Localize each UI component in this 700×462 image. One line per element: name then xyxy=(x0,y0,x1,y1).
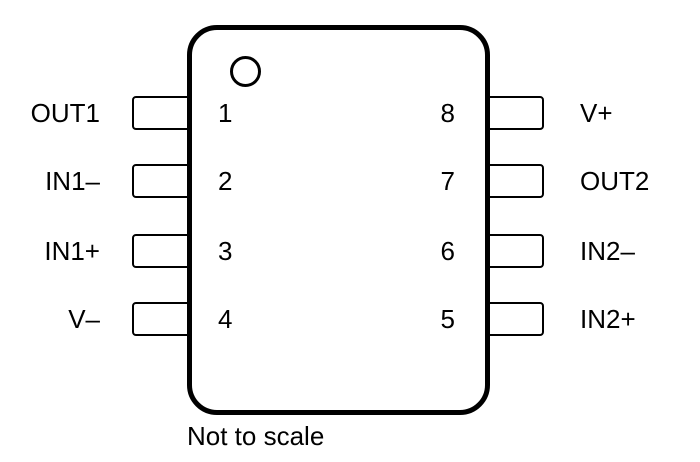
pin-stub-right-5 xyxy=(486,302,544,336)
pin-stub-left-2 xyxy=(132,164,190,198)
pin-label-left-1: OUT1 xyxy=(30,98,100,128)
pin-label-right-6: IN2– xyxy=(580,236,635,266)
pin-label-left-4: V– xyxy=(68,304,100,334)
pin-stub-right-7 xyxy=(486,164,544,198)
ic-package-body xyxy=(187,25,490,415)
pin-stub-left-1 xyxy=(132,96,190,130)
pin-number-8: 8 xyxy=(440,98,455,128)
pin-number-3: 3 xyxy=(218,236,233,266)
pin-number-6: 6 xyxy=(440,236,455,266)
pin-number-7: 7 xyxy=(440,166,455,196)
pin-label-left-3: IN1+ xyxy=(44,236,100,266)
not-to-scale-note: Not to scale xyxy=(187,421,325,451)
pin-stub-left-3 xyxy=(132,234,190,268)
pin-label-right-8: V+ xyxy=(580,98,613,128)
pin-label-right-7: OUT2 xyxy=(580,166,650,196)
pin-label-right-5: IN2+ xyxy=(580,304,636,334)
pin-number-5: 5 xyxy=(440,304,455,334)
pin-number-2: 2 xyxy=(218,166,233,196)
pin-number-4: 4 xyxy=(218,304,233,334)
pin1-indicator-icon xyxy=(230,56,261,87)
pin-stub-right-8 xyxy=(486,96,544,130)
pin-number-1: 1 xyxy=(218,98,233,128)
pin-stub-right-6 xyxy=(486,234,544,268)
pin-label-left-2: IN1– xyxy=(45,166,100,196)
pin-stub-left-4 xyxy=(132,302,190,336)
